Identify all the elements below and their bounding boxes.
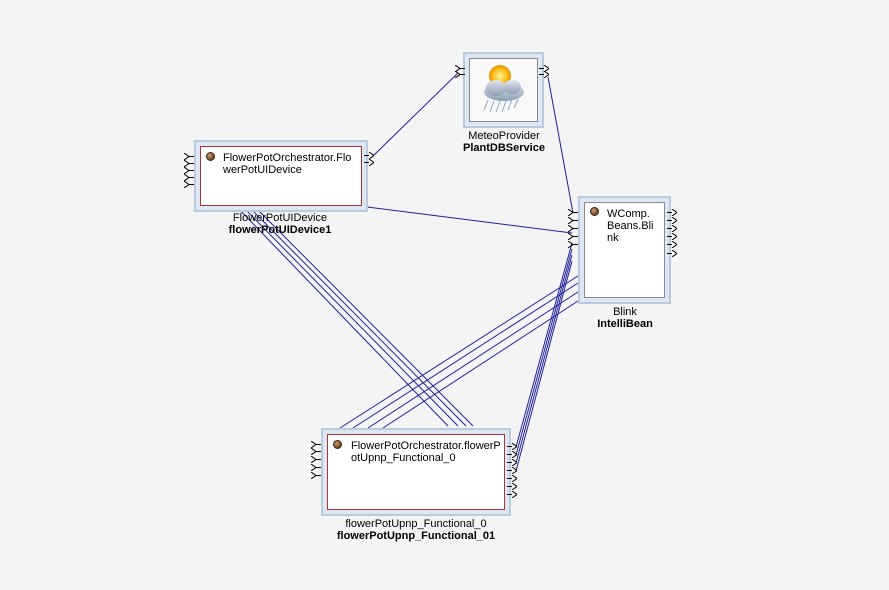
weather-cloud-sun-icon bbox=[474, 60, 534, 118]
output-port[interactable] bbox=[507, 443, 517, 450]
wire-ui-meteo bbox=[371, 72, 459, 158]
wire-func-blink-b2 bbox=[515, 248, 573, 456]
wire-func-blink-b4 bbox=[515, 260, 573, 472]
input-port[interactable] bbox=[311, 441, 321, 448]
wire-func-blink-a3 bbox=[367, 291, 579, 429]
input-port[interactable] bbox=[184, 153, 194, 160]
input-port[interactable] bbox=[568, 209, 578, 216]
output-port[interactable] bbox=[507, 451, 517, 458]
component-body[interactable] bbox=[200, 146, 362, 206]
input-port[interactable] bbox=[184, 174, 194, 181]
component-instance-label: IntelliBean bbox=[565, 318, 685, 330]
component-type-label: FlowerPotUIDevice bbox=[232, 212, 328, 224]
input-port[interactable] bbox=[568, 241, 578, 248]
output-port[interactable] bbox=[507, 459, 517, 466]
input-port[interactable] bbox=[184, 181, 194, 188]
output-port[interactable] bbox=[364, 159, 374, 166]
output-port[interactable] bbox=[539, 71, 549, 78]
component-instance-label: PlantDBService bbox=[444, 142, 564, 154]
wire-ui-func-4 bbox=[254, 206, 474, 427]
wire-func-blink-b1 bbox=[515, 242, 573, 448]
input-port[interactable] bbox=[455, 71, 465, 78]
output-port[interactable] bbox=[507, 491, 517, 498]
wire-func-blink-a4 bbox=[382, 300, 579, 429]
input-port[interactable] bbox=[568, 225, 578, 232]
output-port[interactable] bbox=[539, 65, 549, 72]
output-port[interactable] bbox=[364, 152, 374, 159]
output-port[interactable] bbox=[667, 225, 677, 232]
input-port[interactable] bbox=[311, 456, 321, 463]
wire-ui-blink bbox=[366, 206, 573, 234]
component-class-text: FlowerPotOrchestrator.FlowerPotUIDevice bbox=[223, 152, 352, 176]
instance-name: flowerPotUIDevice1 bbox=[228, 224, 332, 236]
input-port[interactable] bbox=[568, 217, 578, 224]
input-port[interactable] bbox=[568, 233, 578, 240]
input-port[interactable] bbox=[184, 160, 194, 167]
output-port[interactable] bbox=[667, 233, 677, 240]
bean-icon bbox=[333, 440, 342, 449]
instance-name: IntelliBean bbox=[597, 318, 653, 330]
component-type-label: Blink bbox=[613, 306, 637, 318]
component-class-text: FlowerPotOrchestrator.flowerPotUpnp_Func… bbox=[351, 440, 501, 464]
output-port[interactable] bbox=[507, 483, 517, 490]
wire-ui-func-3 bbox=[248, 206, 467, 427]
wire-meteo-blink bbox=[547, 76, 574, 214]
output-port[interactable] bbox=[667, 217, 677, 224]
input-port[interactable] bbox=[311, 464, 321, 471]
component-type-label: MeteoProvider bbox=[468, 130, 540, 142]
component-class-text: WComp.Beans.Blink bbox=[607, 208, 654, 244]
output-port[interactable] bbox=[667, 209, 677, 216]
component-type-label: flowerPotUpnp_Functional_0 bbox=[345, 518, 487, 530]
input-port[interactable] bbox=[455, 65, 465, 72]
output-port[interactable] bbox=[667, 250, 677, 257]
output-port[interactable] bbox=[507, 467, 517, 474]
wire-func-blink-a2 bbox=[352, 282, 579, 429]
wire-func-blink-b3 bbox=[515, 254, 573, 464]
wire-func-blink-a1 bbox=[339, 275, 579, 429]
bean-icon bbox=[590, 207, 599, 216]
component-body[interactable] bbox=[327, 434, 505, 510]
component-instance-label: flowerPotUIDevice1 bbox=[200, 224, 360, 236]
wire-ui-func-2 bbox=[242, 206, 459, 427]
instance-name: flowerPotUpnp_Functional_01 bbox=[336, 530, 496, 542]
input-port[interactable] bbox=[311, 448, 321, 455]
component-instance-label: flowerPotUpnp_Functional_01 bbox=[316, 530, 516, 542]
instance-name: PlantDBService bbox=[463, 142, 545, 154]
output-port[interactable] bbox=[667, 241, 677, 248]
component-body[interactable] bbox=[584, 202, 665, 298]
input-port[interactable] bbox=[184, 167, 194, 174]
output-port[interactable] bbox=[507, 475, 517, 482]
input-port[interactable] bbox=[311, 472, 321, 479]
bean-icon bbox=[206, 152, 215, 161]
wire-ui-func-1 bbox=[236, 206, 449, 427]
